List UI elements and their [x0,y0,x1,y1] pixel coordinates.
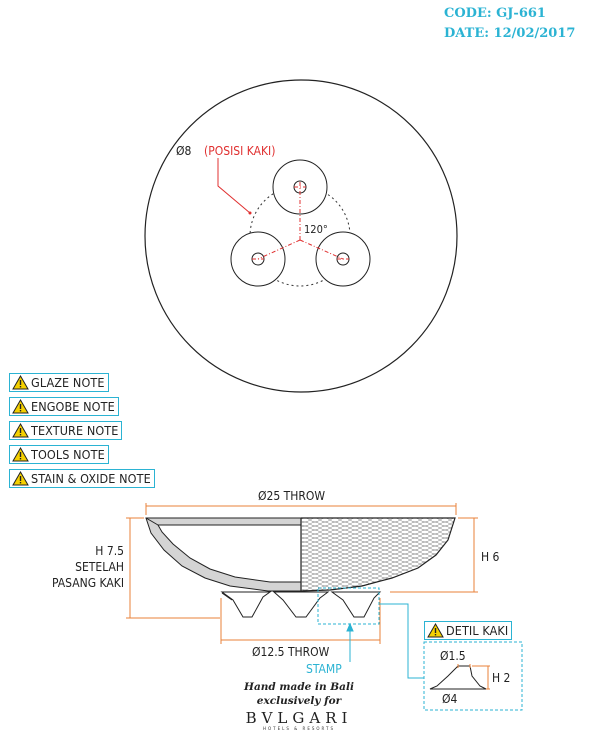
detail-callout-line [380,603,424,679]
tools-note[interactable]: TOOLS NOTE [9,445,109,464]
texture-note[interactable]: TEXTURE NOTE [9,421,123,440]
foot-position-label: (POSISI KAKI) [204,144,275,158]
stamp-area [317,587,380,625]
warning-icon [12,471,29,486]
top-view: Ø8 (POSISI KAKI) 120° [144,79,458,393]
note-label: GLAZE NOTE [31,375,105,390]
side-view: Ø25 THROW H 7.5 SETELAH PASANG KAKI H 6 … [52,489,500,679]
note-label: TOOLS NOTE [31,447,105,462]
brand-subtitle: HOTELS & RESORTS [262,726,336,731]
total-height-line2: SETELAH [75,560,124,574]
product-code: CODE: GJ-661 [444,6,546,21]
bowl-wall-left [145,517,302,592]
engobe-note[interactable]: ENGOBE NOTE [9,397,119,416]
detail-dimensions [457,664,490,690]
detail-bottom-diameter: Ø4 [442,692,457,706]
angle-label: 120° [304,223,328,236]
warning-icon [12,423,29,438]
warning-icon [427,623,444,638]
body-height-label: H 6 [481,550,500,564]
body-height-dimension [390,517,478,593]
detail-foot-shape [429,665,487,690]
detail-title-label: DETIL KAKI [446,623,509,638]
detail-view: Ø1.5 H 2 Ø4 [423,641,523,711]
base-width-label: Ø12.5 THROW [252,645,330,659]
brand-line-1: Hand made in Bali [244,681,354,693]
note-label: ENGOBE NOTE [31,399,115,414]
stain-oxide-note[interactable]: STAIN & OXIDE NOTE [9,469,155,488]
detail-height: H 2 [492,671,510,685]
brand-line-2: exclusively for [256,695,342,707]
foot-center-lines [252,182,349,260]
warning-icon [12,375,29,390]
top-width-dimension [145,503,457,515]
glaze-note[interactable]: GLAZE NOTE [9,373,109,392]
warning-icon [12,447,29,462]
bowl-outline-right [300,517,456,592]
detail-top-diameter: Ø1.5 [440,649,466,663]
stamp-arrow [346,622,354,662]
foot-diameter-label: Ø8 [176,144,191,158]
bowl-outline-top [144,79,458,393]
brand-name: BVLGARI [245,709,353,727]
total-height-line1: H 7.5 [95,544,124,558]
note-label: STAIN & OXIDE NOTE [31,471,151,486]
total-height-line3: PASANG KAKI [52,576,124,590]
feet-side [220,591,382,618]
total-height-dimension [126,517,220,619]
foot-position-leader [217,158,251,214]
note-label: TEXTURE NOTE [31,423,119,438]
brand-stamp: Hand made in Bali exclusively for BVLGAR… [232,680,366,732]
warning-icon [12,399,29,414]
top-width-label: Ø25 THROW [258,489,325,503]
drawing-date: DATE: 12/02/2017 [444,26,576,41]
detail-box [423,641,523,711]
detail-kaki-title[interactable]: DETIL KAKI [424,621,513,640]
base-width-dimension [220,598,381,644]
stamp-label: STAMP [306,662,342,676]
drawing-code-block: CODE: GJ-661 DATE: 12/02/2017 [444,4,575,44]
